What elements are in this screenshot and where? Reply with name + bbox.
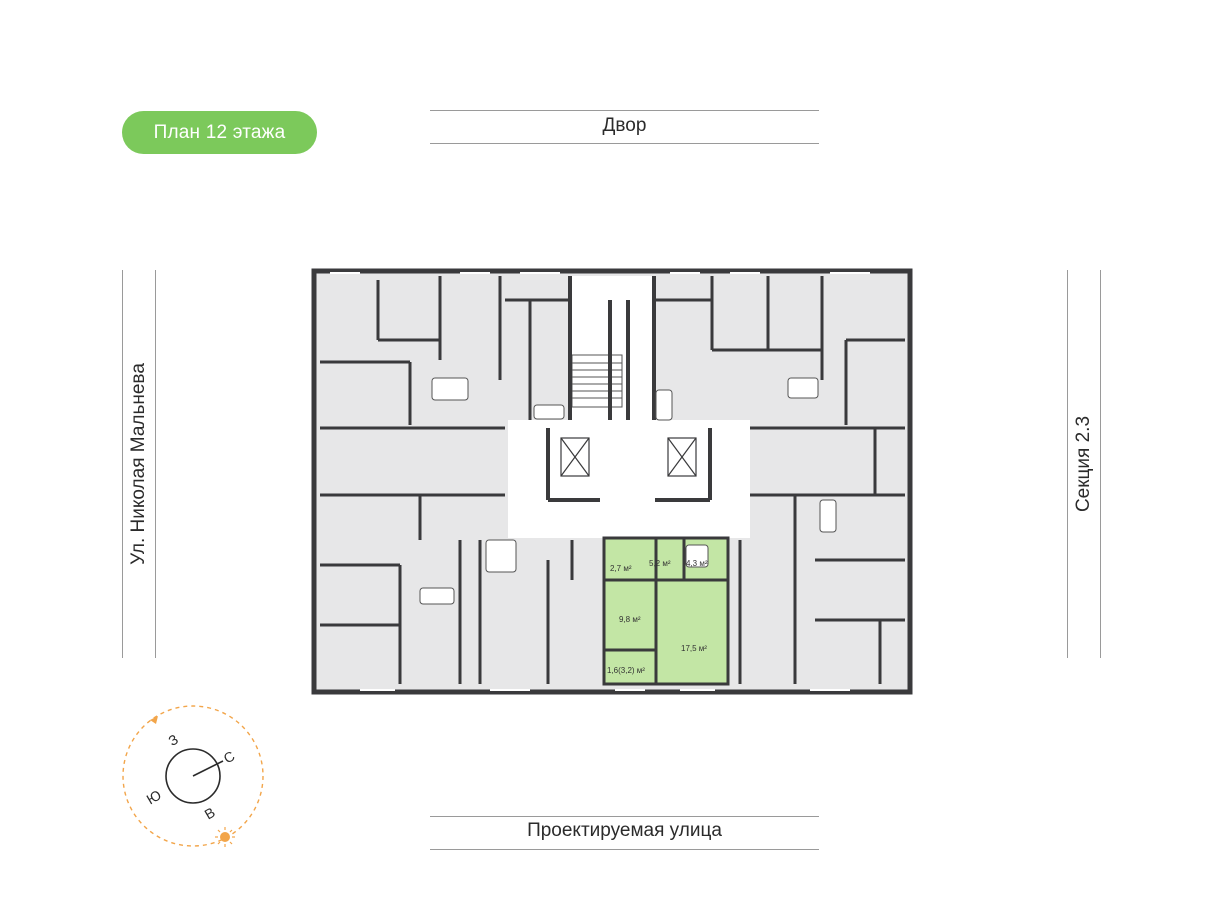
elevator-shafts (560, 437, 697, 477)
room-area-5-2: 5,2 м² (649, 559, 671, 568)
sun-icon (220, 832, 230, 842)
left-street-line-outer (122, 270, 123, 658)
bathroom-fixtures (419, 377, 837, 605)
right-section-line-outer (1100, 270, 1101, 658)
interior-walls (320, 276, 905, 684)
room-area-2-7: 2,7 м² (610, 564, 632, 573)
compass-east-label: В (202, 804, 218, 823)
right-section-line-inner (1067, 270, 1068, 658)
compass-dial (165, 748, 221, 804)
top-street-line-upper (430, 110, 819, 111)
room-area-4-3: 4,3 м² (686, 559, 708, 568)
compass-west-label: З (166, 731, 181, 749)
room-area-9-8: 9,8 м² (619, 615, 641, 624)
room-area-17-5: 17,5 м² (681, 644, 707, 653)
compass-needle (192, 760, 224, 777)
room-area-balcony: 1,6(3,2) м² (607, 666, 645, 675)
bottom-street-label: Проектируемая улица (527, 820, 722, 841)
top-street-line-lower (430, 143, 819, 144)
bottom-street-line-upper (430, 816, 819, 817)
compass-orbit (122, 705, 264, 847)
window-marks (330, 272, 870, 691)
compass-north-label: С (221, 748, 238, 767)
floor-plan-badge: План 12 этажа (122, 111, 317, 154)
highlighted-apartment-walls (602, 536, 730, 686)
compass: З С Ю В (122, 705, 264, 847)
top-street-label: Двор (602, 115, 647, 136)
compass-south-label: Ю (144, 786, 164, 807)
bottom-street-line-lower (430, 849, 819, 850)
stairwell (571, 354, 623, 408)
left-street-line-inner (155, 270, 156, 658)
compass-arrow-icon (150, 716, 158, 724)
